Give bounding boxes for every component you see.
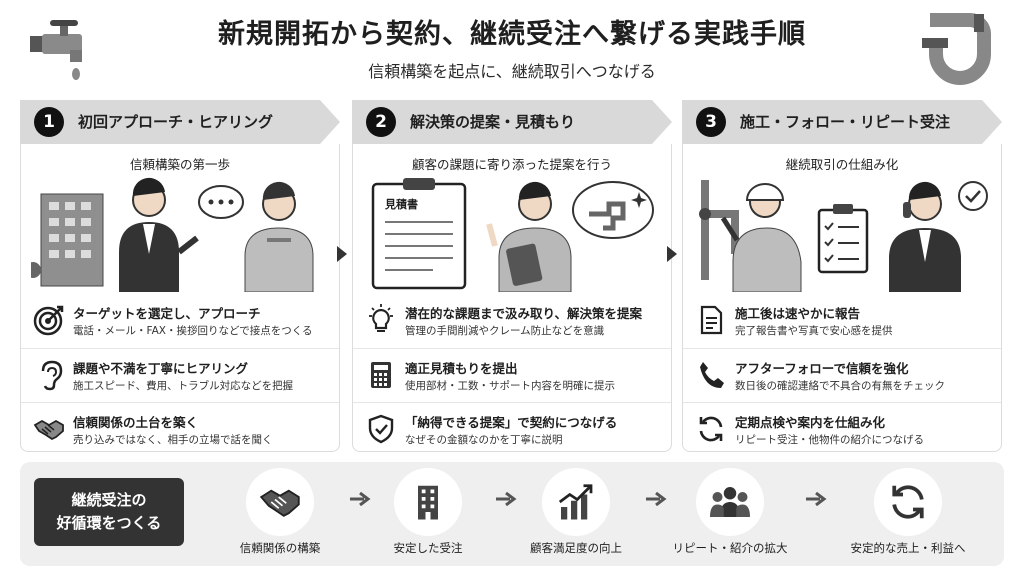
- cycle-arrows-icon: [892, 485, 924, 519]
- step-3-panel: 3 施工・フォロー・リピート受注 継続取引の仕組み化: [682, 100, 1002, 452]
- step-2-card: 顧客の課題に寄り添った提案を行う 見積書: [352, 144, 672, 452]
- step-3-caption: 継続取引の仕組み化: [785, 157, 899, 172]
- cycle-stage-label: 安定的な売上・利益へ: [850, 541, 966, 555]
- lightbulb-icon: [369, 304, 393, 332]
- list-item: 施工後は速やかに報告 完了報告書や写真で安心感を提供: [683, 294, 1001, 348]
- arrow-right-icon: [350, 492, 371, 506]
- target-icon: [33, 305, 64, 336]
- step-arrow-icon: [337, 246, 347, 262]
- step-3-items: 施工後は速やかに報告 完了報告書や写真で安心感を提供 アフターフォローで信頼を強…: [683, 294, 1001, 456]
- pipe-icon: [922, 13, 991, 85]
- phone-icon: [700, 362, 724, 388]
- page-subtitle: 信頼構築を起点に、継続取引へつなげる: [368, 62, 656, 81]
- item-main-text: 潜在的な課題まで汲み取り、解決策を提案: [405, 306, 643, 321]
- faucet-icon: [30, 20, 82, 80]
- building-icon: [418, 485, 438, 520]
- step-1-title: 初回アプローチ・ヒアリング: [78, 113, 274, 131]
- page-title: 新規開拓から契約、継続受注へ繋げる実践手順: [218, 19, 806, 50]
- handshake-icon: [260, 489, 300, 517]
- cycle-strip: 継続受注の 好循環をつくる 信頼関係の構築 安定した: [20, 462, 1004, 566]
- step-2-panel: 2 解決策の提案・見積もり 顧客の課題に寄り添った提案を行う: [352, 100, 672, 452]
- list-item: 課題や不満を丁寧にヒアリング 施工スピード、費用、トラブル対応などを把握: [21, 348, 339, 402]
- item-main-text: 「納得できる提案」で契約につなげる: [405, 415, 618, 430]
- step-1-header: [20, 100, 340, 144]
- cycle-stage: 安定した受注: [358, 466, 498, 562]
- cycle-stage-label: リピート・紹介の拡大: [672, 541, 788, 555]
- item-main-text: ターゲットを選定し、アプローチ: [73, 306, 261, 321]
- list-item: 適正見積もりを提出 使用部材・工数・サポート内容を明確に提示: [353, 348, 671, 402]
- item-sub-text: 電話・メール・FAX・挨拶回りなどで接点をつくる: [73, 325, 313, 337]
- arrow-right-icon: [496, 492, 517, 506]
- arrow-right-icon: [646, 492, 667, 506]
- step-1-caption: 信頼構築の第一歩: [129, 157, 230, 172]
- step-3-header: [682, 100, 1002, 144]
- list-item: ターゲットを選定し、アプローチ 電話・メール・FAX・挨拶回りなどで接点をつくる: [21, 294, 339, 348]
- badge-line-2: 好循環をつくる: [56, 514, 162, 532]
- people-icon: [710, 487, 750, 517]
- arrow-right-icon: [806, 492, 827, 506]
- step-2-number: 2: [366, 107, 396, 137]
- item-sub-text: なぜその金額なのかを丁寧に説明: [405, 434, 563, 446]
- item-sub-text: 管理の手間削減やクレーム防止などを意識: [405, 325, 605, 337]
- cycle-stage: 顧客満足度の向上: [506, 466, 646, 562]
- item-main-text: 適正見積もりを提出: [405, 361, 518, 376]
- item-sub-text: 売り込みではなく、相手の立場で話を聞く: [73, 434, 273, 446]
- step-arrow-icon: [667, 246, 677, 262]
- calculator-icon: [371, 362, 391, 388]
- step-2-header: [352, 100, 672, 144]
- step-1-number: 1: [34, 107, 64, 137]
- cycle-stage: 安定的な売上・利益へ: [838, 466, 978, 562]
- cycle-badge: 継続受注の 好循環をつくる: [34, 478, 184, 546]
- step-1-items: ターゲットを選定し、アプローチ 電話・メール・FAX・挨拶回りなどで接点をつくる…: [21, 294, 339, 456]
- item-main-text: 課題や不満を丁寧にヒアリング: [73, 361, 249, 376]
- cycle-stage-label: 信頼関係の構築: [239, 541, 321, 555]
- step-3-title: 施工・フォロー・リピート受注: [740, 113, 951, 131]
- list-item: 信頼関係の土台を築く 売り込みではなく、相手の立場で話を聞く: [21, 402, 339, 456]
- step-3-number: 3: [696, 107, 726, 137]
- ear-icon: [41, 360, 63, 391]
- item-main-text: 定期点検や案内を仕組み化: [735, 415, 886, 430]
- item-main-text: アフターフォローで信頼を強化: [735, 361, 909, 376]
- step-2-title: 解決策の提案・見積もり: [410, 113, 576, 131]
- item-main-text: 信頼関係の土台を築く: [73, 415, 199, 430]
- document-icon: [700, 305, 723, 335]
- list-item: 「納得できる提案」で契約につなげる なぜその金額なのかを丁寧に説明: [353, 402, 671, 456]
- handshake-icon: [33, 419, 64, 441]
- step-3-card: 継続取引の仕組み化: [682, 144, 1002, 452]
- shield-check-icon: [368, 414, 394, 444]
- estimate-label: 見積書: [385, 198, 418, 211]
- badge-line-1: 継続受注の: [71, 491, 147, 509]
- refresh-icon: [699, 416, 723, 442]
- step-1-card: 信頼構築の第一歩: [20, 144, 340, 452]
- meeting-illustration: [31, 177, 314, 292]
- item-sub-text: リピート受注・他物件の紹介につなげる: [735, 434, 924, 446]
- cycle-stage-label: 顧客満足度の向上: [530, 541, 622, 555]
- step-1-panel: 1 初回アプローチ・ヒアリング 信頼構築の第一歩: [20, 100, 340, 452]
- item-sub-text: 施工スピード、費用、トラブル対応などを把握: [73, 380, 294, 392]
- cycle-stage-label: 安定した受注: [393, 541, 463, 555]
- list-item: 定期点検や案内を仕組み化 リピート受注・他物件の紹介につなげる: [683, 402, 1001, 456]
- cycle-stage: 信頼関係の構築: [210, 466, 350, 562]
- list-item: アフターフォローで信頼を強化 数日後の確認連絡で不具合の有無をチェック: [683, 348, 1001, 402]
- item-sub-text: 数日後の確認連絡で不具合の有無をチェック: [735, 380, 945, 392]
- step-2-items: 潜在的な課題まで汲み取り、解決策を提案 管理の手間削減やクレーム防止などを意識 …: [353, 294, 671, 456]
- item-main-text: 施工後は速やかに報告: [735, 306, 861, 321]
- service-illustration: [699, 180, 988, 292]
- step-2-caption: 顧客の課題に寄り添った提案を行う: [411, 157, 612, 172]
- list-item: 潜在的な課題まで汲み取り、解決策を提案 管理の手間削減やクレーム防止などを意識: [353, 294, 671, 348]
- growth-chart-icon: [558, 484, 593, 520]
- item-sub-text: 完了報告書や写真で安心感を提供: [735, 325, 893, 337]
- proposal-illustration: 見積書: [363, 174, 663, 292]
- item-sub-text: 使用部材・工数・サポート内容を明確に提示: [405, 380, 615, 392]
- cycle-stage: リピート・紹介の拡大: [660, 466, 800, 562]
